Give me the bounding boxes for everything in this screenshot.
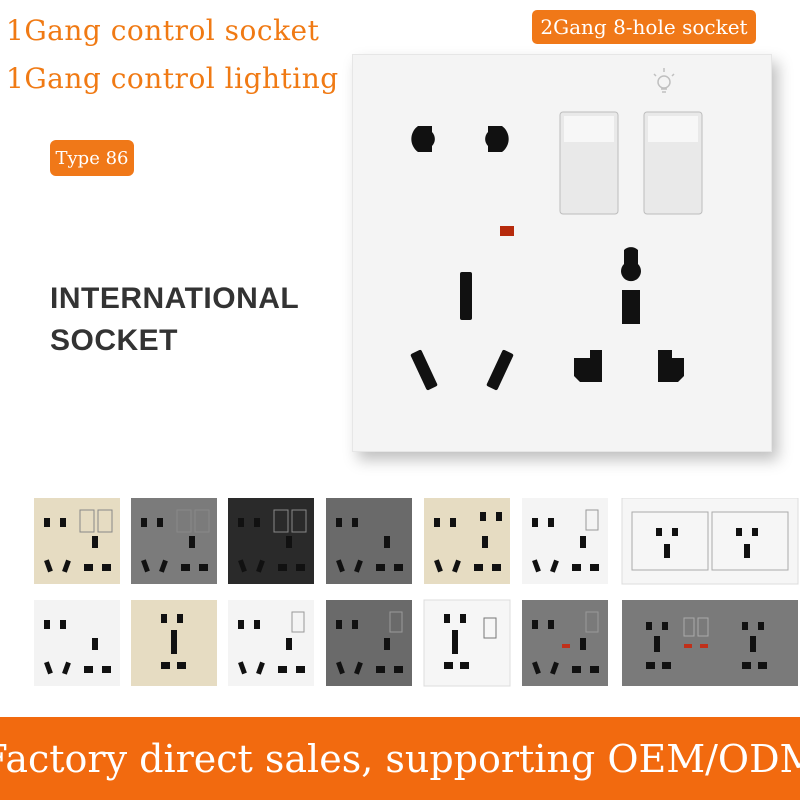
angled-pin-left (410, 349, 438, 391)
variant-grey-wide-double (622, 600, 798, 686)
variant-grey-single-switch-2 (522, 600, 608, 686)
variant-white-single-switch-2 (228, 600, 314, 686)
socket-panel-illustration (410, 68, 703, 391)
variant-gold-single-socket (131, 600, 217, 686)
variant-black-double-switch (228, 498, 314, 584)
variant-grey-single-switch (326, 600, 412, 686)
light-bulb-icon (653, 68, 675, 93)
variant-gold-double-socket (424, 498, 510, 584)
variant-grey-double-switch (131, 498, 217, 584)
universal-hole (621, 247, 641, 324)
headline-control-lighting: 1Gang control lighting (6, 62, 339, 95)
product-badge: 2Gang 8-hole socket (532, 10, 756, 44)
variant-gold-double-switch (34, 498, 120, 584)
footer-banner: Factory direct sales, supporting OEM/ODM (0, 717, 800, 800)
top-right-pin (485, 126, 509, 152)
top-left-pin (411, 126, 435, 152)
variant-gallery (34, 498, 799, 687)
variant-grey-double-socket (326, 498, 412, 584)
international-socket-heading: INTERNATIONAL SOCKET (50, 278, 299, 362)
rocker-switch-left (559, 111, 619, 215)
variant-white-double-socket (34, 600, 120, 686)
heading-line-1: INTERNATIONAL (50, 282, 300, 315)
bottom-pin-right (658, 350, 684, 382)
indicator-light (500, 226, 514, 236)
socket-panel (352, 54, 772, 452)
variant-white-single-switch (522, 498, 608, 584)
heading-line-2: SOCKET (50, 324, 179, 357)
type-badge: Type 86 (50, 140, 134, 176)
variant-white-single-switch-3 (423, 599, 511, 687)
headline-control-socket: 1Gang control socket (6, 14, 320, 47)
angled-pin-right (486, 349, 514, 391)
variant-white-wide-double (621, 498, 799, 585)
rocker-switch-right (643, 111, 703, 215)
bottom-pin-left (574, 350, 602, 382)
earth-slot (460, 272, 472, 320)
